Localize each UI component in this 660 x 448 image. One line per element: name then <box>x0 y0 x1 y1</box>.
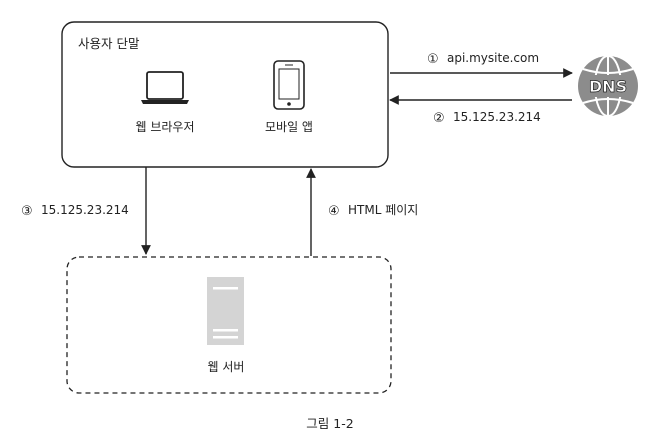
mobile-app-label: 모바일 앱 <box>265 120 313 134</box>
server-response-step: ④ <box>328 204 340 219</box>
figure-caption: 그림 1-2 <box>306 416 353 431</box>
dns-request-label: api.mysite.com <box>447 51 539 65</box>
dns-response-step: ② <box>433 111 445 126</box>
server-request-step: ③ <box>21 204 33 219</box>
web-server-box: 웹 서버 <box>66 256 392 394</box>
dns-globe-icon: DNS <box>578 55 638 117</box>
dns-response-label: 15.125.23.214 <box>453 110 541 124</box>
mobile-phone-icon <box>273 60 305 110</box>
client-title: 사용자 단말 <box>78 36 140 51</box>
dns-request-step: ① <box>427 52 439 67</box>
laptop-icon <box>141 71 189 104</box>
web-server-label: 웹 서버 <box>208 360 245 374</box>
dns-label: DNS <box>589 77 627 96</box>
server-icon <box>207 277 244 345</box>
server-request-label: 15.125.23.214 <box>41 203 129 217</box>
client-box: 사용자 단말 웹 브라우저 모바일 앱 <box>61 21 389 168</box>
web-browser-label: 웹 브라우저 <box>135 120 194 134</box>
server-response-label: HTML 페이지 <box>348 203 418 217</box>
